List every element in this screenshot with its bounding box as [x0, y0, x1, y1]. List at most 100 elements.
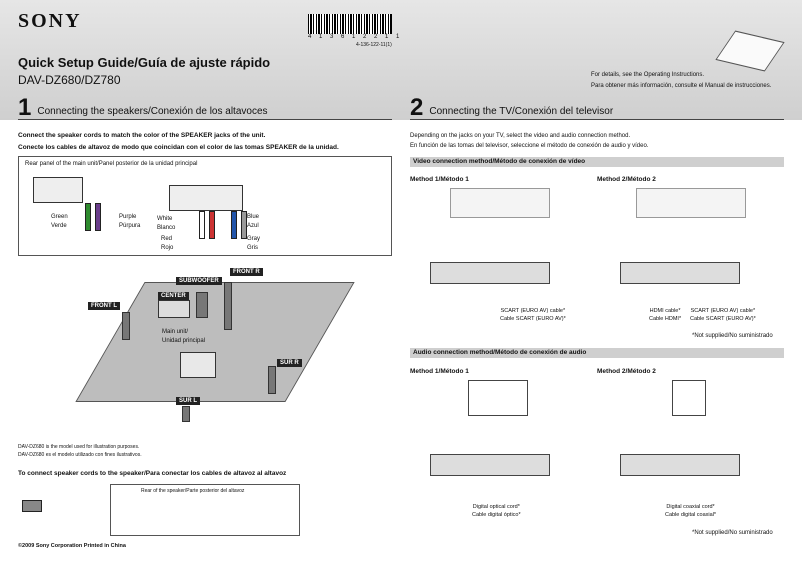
audio-method-bar: Audio connection method/Método de conexi… [410, 348, 784, 358]
section1-number: 1 [18, 94, 32, 121]
video2-hdmi-caption: HDMI cable* Cable HDMI* [649, 307, 681, 323]
audio1-tv-panel [468, 380, 528, 416]
label-gray: Gray Gris [247, 235, 260, 253]
sur-l-speaker [182, 406, 190, 422]
video1-unit [430, 262, 550, 284]
rear-panel-caption: Rear panel of the main unit/Panel poster… [25, 161, 198, 167]
tag-subwoofer: SUBWOOFER [176, 277, 222, 285]
part-number: 4-136-122-11(1) [356, 42, 392, 48]
tag-front-r: FRONT R [230, 268, 263, 276]
not-supplied-note-video: *Not supplied/No suministrado [692, 333, 773, 339]
scart-caption-en: SCART (EURO AV) cable* [500, 308, 566, 314]
video2-scart-caption: SCART (EURO AV) cable* Cable SCART (EURO… [690, 307, 756, 323]
label-green-en: Green [51, 214, 68, 220]
coaxial-caption: Digital coaxial cord* Cable digital coax… [665, 503, 716, 519]
scart-caption-es: Cable SCART (EURO AV)* [500, 316, 566, 322]
rear-panel-diagram: Rear panel of the main unit/Panel poster… [18, 156, 392, 256]
tv-set [180, 352, 216, 378]
purple-plug [95, 203, 101, 231]
speaker-rear-diagram: Rear of the speaker/Parte posterior del … [110, 484, 300, 536]
tag-front-l: FRONT L [88, 302, 120, 310]
main-unit-label: Main unit/ Unidad principal [162, 328, 205, 346]
section2-title: Connecting the TV/Conexión del televisor [429, 106, 614, 117]
audio2-tv-panel [672, 380, 706, 416]
model-name: DAV-DZ680/DZ780 [18, 73, 121, 87]
video-method-bar: Video connection method/Método de conexi… [410, 157, 784, 167]
section1-heading: 1 Connecting the speakers/Conexión de lo… [18, 92, 268, 120]
label-blue: Blue Azul [247, 213, 259, 231]
model-note-en: DAV-DZ680 is the model used for illustra… [18, 444, 140, 450]
label-white-en: White [157, 216, 173, 222]
label-purple-es: Púrpura [119, 223, 141, 229]
main-unit-label-en: Main unit/ [162, 329, 189, 335]
hdmi-caption-es: Cable HDMI* [649, 316, 682, 322]
details-en: For details, see the Operating Instructi… [591, 72, 705, 78]
video-method1-title: Method 1/Método 1 [410, 176, 469, 183]
label-blue-es: Azul [247, 223, 259, 229]
sony-logo: SONY [18, 10, 82, 32]
audio2-unit [620, 454, 740, 476]
copyright-footer: ©2009 Sony Corporation Printed in China [18, 543, 126, 549]
audio-method1-title: Method 1/Método 1 [410, 368, 469, 375]
optical-caption-en: Digital optical cord* [472, 504, 520, 510]
speaker-rear-label: Rear of the speaker/Parte posterior del … [141, 488, 245, 494]
label-purple: Purple Púrpura [119, 213, 140, 231]
label-purple-en: Purple [119, 214, 137, 220]
coaxial-caption-es: Cable digital coaxial* [665, 512, 717, 518]
header-band [0, 0, 802, 120]
section1-title: Connecting the speakers/Conexión de los … [37, 106, 268, 117]
audio1-unit [430, 454, 550, 476]
section2-intro-en: Depending on the jacks on your TV, selec… [410, 133, 631, 139]
section2-heading: 2 Connecting the TV/Conexión del televis… [410, 92, 613, 120]
section2-rule [410, 119, 784, 120]
audio-method2-title: Method 2/Método 2 [597, 368, 656, 375]
front-r-speaker [224, 282, 232, 330]
model-note-es: DAV-DZ680 es el modelo utilizado con fin… [18, 452, 142, 458]
section2-intro-es: En función de las tomas del televisor, s… [410, 143, 649, 149]
green-plug [85, 203, 91, 231]
tag-sur-r: SUR R [277, 359, 302, 367]
label-red-es: Rojo [161, 245, 174, 251]
subwoofer-speaker [196, 292, 208, 318]
video1-cable-caption: SCART (EURO AV) cable* Cable SCART (EURO… [500, 307, 566, 323]
video1-tv-panel [450, 188, 550, 218]
label-white: White Blanco [157, 215, 175, 233]
video2-unit [620, 262, 740, 284]
page-title: Quick Setup Guide/Guía de ajuste rápido [18, 55, 271, 70]
front-l-speaker [122, 312, 130, 340]
section2-number: 2 [410, 94, 424, 121]
video2-tv-panel [636, 188, 746, 218]
label-green-es: Verde [51, 223, 67, 229]
scart2-caption-en: SCART (EURO AV) cable* [690, 308, 756, 314]
not-supplied-note-audio: *Not supplied/No suministrado [692, 530, 773, 536]
label-gray-en: Gray [247, 236, 261, 242]
details-es: Para obtener más información, consulte e… [591, 83, 772, 89]
video-method2-title: Method 2/Método 2 [597, 176, 656, 183]
barcode-digits: 4 1 3 6 1 2 2 1 1 [308, 34, 403, 40]
label-green: Green Verde [51, 213, 68, 231]
label-blue-en: Blue [247, 214, 260, 220]
section1-instruction-en: Connect the speaker cords to match the c… [18, 132, 266, 139]
details-note: For details, see the Operating Instructi… [591, 70, 771, 92]
coaxial-caption-en: Digital coaxial cord* [666, 504, 715, 510]
section1-instruction-es: Conecte los cables de altavoz de modo qu… [18, 144, 339, 151]
main-unit [158, 300, 190, 318]
room-floor [75, 282, 355, 402]
optical-caption: Digital optical cord* Cable digital ópti… [472, 503, 521, 519]
gray-plug [241, 211, 247, 239]
connect-speaker-title: To connect speaker cords to the speaker/… [18, 470, 287, 477]
tag-center: CENTER [158, 292, 189, 300]
blue-plug [231, 211, 237, 239]
hdmi-caption-en: HDMI cable* [649, 308, 681, 314]
label-red: Red Rojo [161, 235, 173, 253]
optical-caption-es: Cable digital óptico* [472, 512, 521, 518]
label-gray-es: Gris [247, 245, 258, 251]
label-white-es: Blanco [157, 225, 176, 231]
label-red-en: Red [161, 236, 173, 242]
cord-end [22, 500, 42, 512]
speaker-jack-center [169, 185, 243, 211]
main-unit-label-es: Unidad principal [162, 338, 206, 344]
red-plug [209, 211, 215, 239]
barcode [308, 14, 392, 34]
sur-r-speaker [268, 366, 276, 394]
